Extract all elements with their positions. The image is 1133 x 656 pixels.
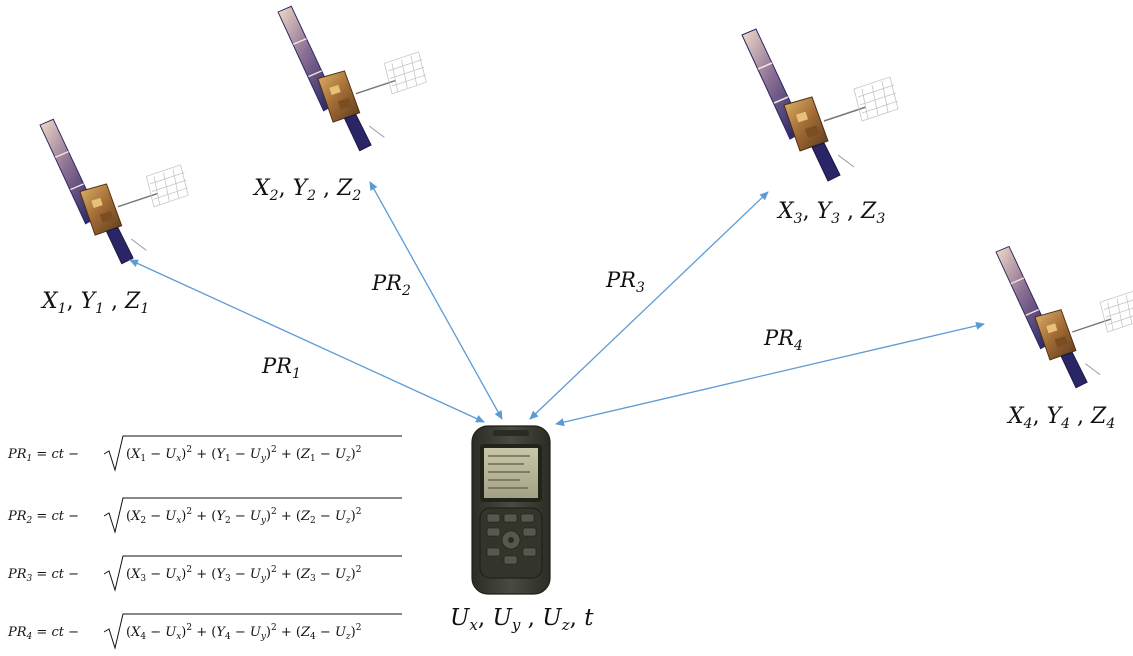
pseudorange-equation-1: PR1 = ct − (X1 − Ux)2 + (Y1 − Uy)2 + (Z1… — [7, 435, 402, 472]
pseudorange-equation-4: PR4 = ct − (X4 − Ux)2 + (Y4 − Uy)2 + (Z4… — [7, 613, 402, 650]
equation-lhs: PR3 = ct − — [7, 567, 79, 584]
radical-sign — [103, 497, 402, 534]
satellite-3-icon — [741, 28, 899, 182]
equation-lhs: PR1 = ct − — [7, 447, 79, 464]
equation-radicand: (X1 − Ux)2 + (Y1 − Uy)2 + (Z1 − Uz)2 — [126, 445, 361, 464]
satellite-3-label: X3, Y3 , Z3 — [776, 199, 885, 227]
satellite-1-icon — [39, 118, 189, 265]
satellite-4-icon — [995, 245, 1133, 389]
pseudorange-equations: PR1 = ct − (X1 − Ux)2 + (Y1 − Uy)2 + (Z1… — [7, 435, 402, 650]
pseudorange-equation-2: PR2 = ct − (X2 − Ux)2 + (Y2 − Uy)2 + (Z2… — [7, 497, 402, 534]
pseudorange-label-1: PR1 — [261, 354, 301, 382]
equation-radicand: (X3 − Ux)2 + (Y3 − Uy)2 + (Z3 − Uz)2 — [126, 565, 361, 584]
range-arrow-4 — [555, 321, 985, 427]
range-arrow-2 — [369, 181, 503, 420]
radical-sign — [103, 555, 402, 592]
equation-radicand: (X2 − Ux)2 + (Y2 − Uy)2 + (Z2 − Uz)2 — [126, 507, 361, 526]
equation-lhs: PR4 = ct − — [7, 625, 79, 642]
pseudorange-label-2: PR2 — [371, 271, 411, 299]
radical-sign — [103, 435, 402, 472]
range-arrow-3 — [529, 191, 769, 420]
pseudorange-equation-3: PR3 = ct − (X3 − Ux)2 + (Y3 − Uy)2 + (Z3… — [7, 555, 402, 592]
satellite-2-label: X2, Y2 , Z2 — [252, 176, 361, 204]
satellite-1-label: X1, Y1 , Z1 — [40, 289, 149, 317]
equation-radicand: (X4 − Ux)2 + (Y4 − Uy)2 + (Z4 − Uz)2 — [126, 623, 361, 642]
range-arrow-1 — [129, 259, 485, 423]
receiver-label: Ux, Uy , Uz, t — [450, 605, 594, 634]
equation-lhs: PR2 = ct − — [7, 509, 79, 526]
gps-receiver-icon — [471, 425, 551, 595]
radical-sign — [103, 613, 402, 650]
pseudorange-label-3: PR3 — [605, 268, 645, 296]
satellite-2-icon — [277, 5, 427, 152]
pseudorange-label-4: PR4 — [763, 326, 803, 354]
range-arrows — [129, 181, 985, 427]
satellite-4-label: X4, Y4 , Z4 — [1006, 404, 1115, 432]
